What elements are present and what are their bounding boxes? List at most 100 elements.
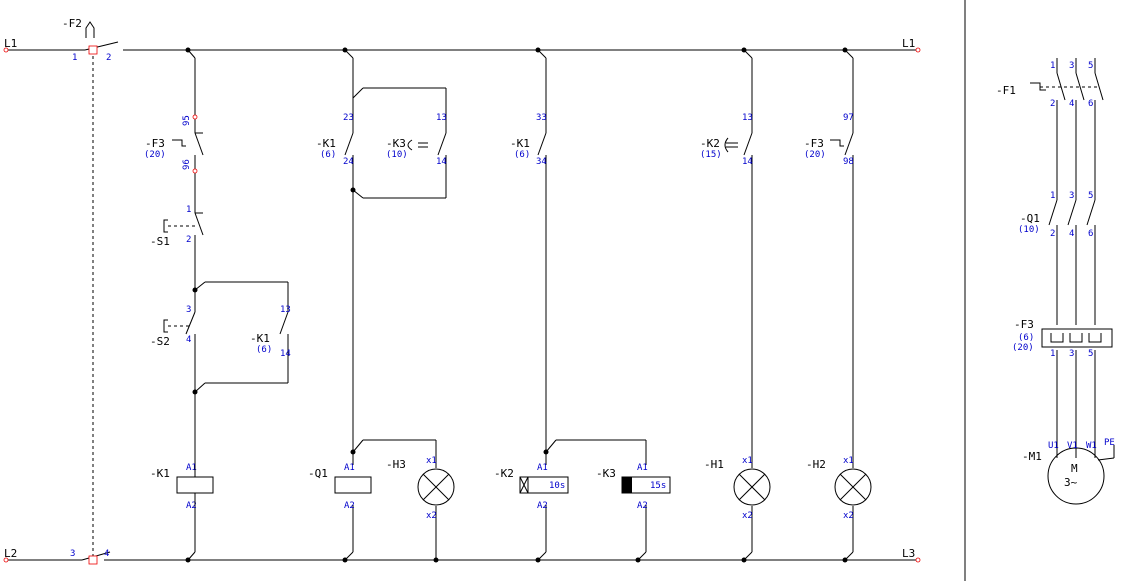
m1-symbol-3phase: 3~	[1064, 476, 1078, 489]
coil-q1[interactable]: -Q1 A1 A2	[308, 463, 372, 511]
k2-contact-ref: (15)	[700, 150, 722, 160]
lamp-h2[interactable]: -H2 x1 x2	[806, 456, 872, 521]
contactor-q1-main[interactable]: -Q1 (10) 1 3 5 2 4 6	[1018, 191, 1096, 239]
rail-l1-label-right: L1	[902, 37, 915, 50]
f1-bot-6: 6	[1088, 99, 1093, 109]
k3-t2: 14	[436, 157, 447, 167]
k3-t1: 13	[436, 113, 447, 123]
lamp-h1-x2: x2	[742, 511, 753, 521]
f1-top-5: 5	[1088, 61, 1093, 71]
overload-f3[interactable]: -F3 (6) (20) 1 3 5	[1012, 318, 1113, 359]
m1-v1: V1	[1067, 441, 1078, 451]
contact-f3-95-96[interactable]: -F3 (20) 95 96	[144, 114, 204, 174]
lamp-h2-x2: x2	[843, 511, 854, 521]
k1-23-t2: 24	[343, 157, 354, 167]
k1-aux-t2: 14	[280, 349, 291, 359]
contact-k3-13-14[interactable]: -K3 (10) 13 14	[386, 113, 447, 167]
contact-k1-23-24[interactable]: -K1 (6) 23 24	[316, 113, 354, 167]
k1-33-t2: 34	[536, 157, 547, 167]
rail-l3-label-right: L3	[902, 547, 915, 560]
lamp-h3-x2: x2	[426, 511, 437, 521]
f3-97-tag: -F3	[804, 137, 824, 150]
contact-k2-13-14[interactable]: -K2 (15) 13 14	[700, 113, 753, 167]
k1-33-ref: (6)	[514, 150, 530, 160]
f2-tag: -F2	[62, 17, 82, 30]
column-3: -K1 (6) 33 34 -K2 A1 A2 10s -K3 A1 A2	[494, 47, 671, 563]
k2-contact-t2: 14	[742, 157, 753, 167]
f3-power-bot-1: 1	[1050, 349, 1055, 359]
contact-k1-13-14[interactable]: -K1 (6) 13 14	[250, 305, 291, 359]
lamp-h1[interactable]: -H1 x1 x2	[704, 456, 771, 521]
coil-q1-a2: A2	[344, 501, 355, 511]
k2-contact-t1: 13	[742, 113, 753, 123]
power-circuit: -F1 1 3 5 2 4 6 -Q1 (10) 1 3 5 2 4 6	[996, 58, 1115, 505]
q1-top-3: 3	[1069, 191, 1074, 201]
f1-bot-2: 2	[1050, 99, 1055, 109]
f3-97-ref: (20)	[804, 150, 826, 160]
q1-ref: (10)	[1018, 225, 1040, 235]
f3-power-tag: -F3	[1014, 318, 1034, 331]
contact-k1-33-34[interactable]: -K1 (6) 33 34	[510, 113, 547, 167]
f2-term-4: 4	[104, 549, 109, 559]
lamp-h1-x1: x1	[742, 456, 753, 466]
coil-k2-delay: 10s	[549, 481, 565, 491]
s1-tag: -S1	[150, 235, 170, 248]
rail-l1-label: L1	[4, 37, 17, 50]
f3-power-bot-3: 3	[1069, 349, 1074, 359]
coil-k2-a1: A1	[537, 463, 548, 473]
breaker-f2[interactable]: -F2 1 2 3 4	[62, 17, 119, 565]
coil-k3-timer[interactable]: -K3 A1 A2 15s	[596, 463, 671, 511]
coil-k3-tag: -K3	[596, 467, 616, 480]
s2-t1: 3	[186, 305, 191, 315]
coil-q1-tag: -Q1	[308, 467, 328, 480]
f2-term-1: 1	[72, 53, 77, 63]
k1-aux-tag: -K1	[250, 332, 270, 345]
k2-contact-tag: -K2	[700, 137, 720, 150]
column-5: -F3 (20) 97 98 -H2 x1 x2	[804, 47, 872, 563]
breaker-f1[interactable]: -F1 1 3 5 2 4 6	[996, 61, 1104, 109]
k1-33-t1: 33	[536, 113, 547, 123]
q1-top-1: 1	[1050, 191, 1055, 201]
contact-f3-97-98[interactable]: -F3 (20) 97 98	[804, 113, 854, 167]
q1-bot-2: 2	[1050, 229, 1055, 239]
m1-symbol-m: M	[1071, 462, 1078, 475]
f1-top-1: 1	[1050, 61, 1055, 71]
f3-power-ref2: (20)	[1012, 343, 1034, 353]
lamp-h3-x1: x1	[426, 456, 437, 466]
f2-term-2: 2	[106, 53, 111, 63]
pushbutton-s2[interactable]: -S2 3 4	[150, 305, 196, 348]
motor-m1[interactable]: -M1 U1 V1 W1 PE M 3~	[1022, 438, 1115, 505]
s1-t2: 2	[186, 235, 191, 245]
coil-k1[interactable]: -K1 A1 A2	[150, 463, 214, 511]
k1-23-tag: -K1	[316, 137, 336, 150]
coil-k1-a2: A2	[186, 501, 197, 511]
lamp-h2-x1: x1	[843, 456, 854, 466]
s1-t1: 1	[186, 205, 191, 215]
f3-97-t2: 98	[843, 157, 854, 167]
column-1: -F3 (20) 95 96 -S1 1 2 -S2 3 4	[144, 47, 291, 563]
lamp-h3[interactable]: -H3 x1 x2	[386, 456, 455, 521]
m1-tag: -M1	[1022, 450, 1042, 463]
f3-power-bot-5: 5	[1088, 349, 1093, 359]
column-4: -K2 (15) 13 14 -H1 x1 x2	[700, 47, 771, 563]
coil-k3-a2: A2	[637, 501, 648, 511]
q1-bot-4: 4	[1069, 229, 1074, 239]
s2-t2: 4	[186, 335, 191, 345]
q1-bot-6: 6	[1088, 229, 1093, 239]
coil-k2-tag: -K2	[494, 467, 514, 480]
coil-k2-a2: A2	[537, 501, 548, 511]
f3-t2: 96	[182, 159, 192, 170]
f1-tag: -F1	[996, 84, 1016, 97]
f3-ref: (20)	[144, 150, 166, 160]
m1-w1: W1	[1086, 441, 1097, 451]
f1-bot-4: 4	[1069, 99, 1074, 109]
f3-t1: 95	[182, 115, 192, 126]
f3-97-t1: 97	[843, 113, 854, 123]
f2-term-3: 3	[70, 549, 75, 559]
k3-tag: -K3	[386, 137, 406, 150]
coil-k2-timer[interactable]: -K2 A1 A2 10s	[494, 463, 569, 511]
pushbutton-s1[interactable]: -S1 1 2	[150, 205, 204, 248]
k1-23-ref: (6)	[320, 150, 336, 160]
k1-aux-ref: (6)	[256, 345, 272, 355]
